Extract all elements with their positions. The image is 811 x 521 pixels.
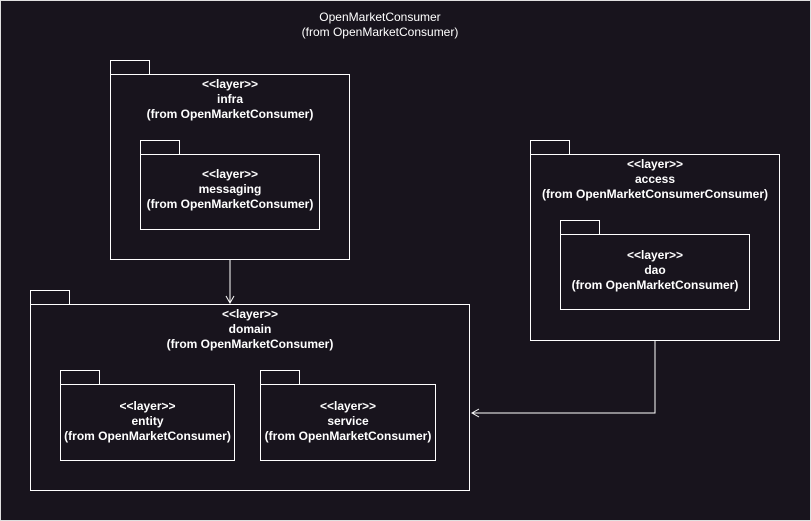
entity-name: entity — [131, 414, 164, 428]
entity-package-tab — [60, 370, 100, 385]
domain-name: domain — [228, 322, 272, 336]
access-package-label: <<layer>> access (from OpenMarketConsume… — [531, 157, 779, 202]
service-package-tab — [260, 370, 300, 385]
domain-stereotype: <<layer>> — [221, 307, 279, 321]
dao-package-label: <<layer>> dao (from OpenMarketConsumer) — [561, 248, 749, 293]
infra-name: infra — [216, 92, 243, 106]
messaging-origin: (from OpenMarketConsumer) — [146, 197, 314, 211]
dao-stereotype: <<layer>> — [626, 248, 684, 262]
entity-package[interactable]: <<layer>> entity (from OpenMarketConsume… — [60, 384, 235, 461]
access-stereotype: <<layer>> — [626, 157, 684, 171]
diagram-title-origin: (from OpenMarketConsumer) — [301, 25, 459, 39]
messaging-package[interactable]: <<layer>> messaging (from OpenMarketCons… — [140, 154, 320, 230]
service-stereotype: <<layer>> — [319, 399, 377, 413]
diagram-title-name: OpenMarketConsumer — [319, 10, 441, 24]
entity-origin: (from OpenMarketConsumer) — [64, 429, 231, 443]
infra-origin: (from OpenMarketConsumer) — [146, 107, 314, 121]
domain-origin: (from OpenMarketConsumer) — [166, 337, 334, 351]
dao-origin: (from OpenMarketConsumer) — [571, 278, 739, 292]
connector-access-to-domain — [470, 341, 656, 418]
domain-package-tab — [30, 290, 70, 305]
entity-stereotype: <<layer>> — [119, 399, 176, 413]
infra-package-label: <<layer>> infra (from OpenMarketConsumer… — [111, 77, 349, 122]
infra-stereotype: <<layer>> — [201, 77, 259, 91]
service-package[interactable]: <<layer>> service (from OpenMarketConsum… — [260, 384, 436, 461]
service-package-label: <<layer>> service (from OpenMarketConsum… — [261, 399, 435, 444]
access-name: access — [634, 172, 676, 186]
access-origin: (from OpenMarketConsumerConsumer) — [541, 187, 769, 201]
service-origin: (from OpenMarketConsumer) — [264, 429, 432, 443]
messaging-stereotype: <<layer>> — [201, 167, 259, 181]
diagram-title: OpenMarketConsumer (from OpenMarketConsu… — [230, 10, 530, 40]
infra-package-tab — [110, 60, 150, 75]
access-package-tab — [530, 140, 570, 155]
dao-package[interactable]: <<layer>> dao (from OpenMarketConsumer) — [560, 234, 750, 310]
messaging-name: messaging — [198, 182, 262, 196]
messaging-package-label: <<layer>> messaging (from OpenMarketCons… — [141, 167, 319, 212]
domain-package-label: <<layer>> domain (from OpenMarketConsume… — [31, 307, 469, 352]
entity-package-label: <<layer>> entity (from OpenMarketConsume… — [61, 399, 234, 444]
messaging-package-tab — [140, 140, 180, 155]
dao-name: dao — [644, 263, 666, 277]
service-name: service — [327, 414, 369, 428]
dao-package-tab — [560, 220, 600, 235]
